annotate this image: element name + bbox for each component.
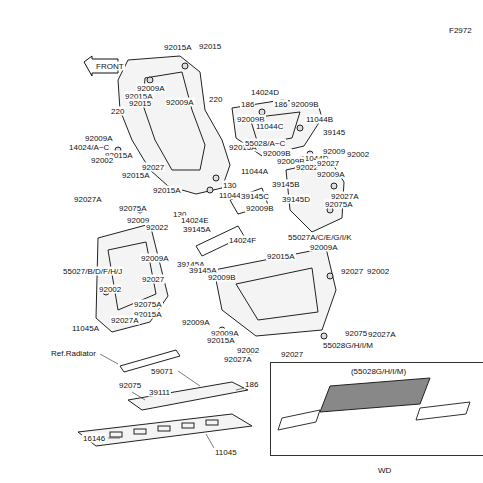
callout-number: 16146 <box>82 434 106 443</box>
callout-number: 14024E <box>180 216 210 225</box>
callout-number: 92015A <box>266 252 296 261</box>
guard-hole <box>110 432 122 437</box>
callout-number: 11044A <box>240 167 269 176</box>
callout-number: 92027A <box>367 330 397 339</box>
left-radiator-cover <box>96 224 168 332</box>
guard-hole <box>206 420 218 425</box>
fastener <box>331 183 337 189</box>
callout-number: 92002 <box>236 346 260 355</box>
fastener <box>213 175 219 181</box>
callout-number: 39145 <box>322 128 346 137</box>
box-title: (55028G/H/I/M) <box>271 367 483 377</box>
callout-number: Ref.Radiator <box>50 349 97 358</box>
callout-number: 92027 <box>141 275 165 284</box>
callout-number: 92027A <box>73 195 103 204</box>
callout-number: 186 <box>240 100 255 109</box>
fastener <box>207 187 213 193</box>
callout-number: 92027A <box>110 316 140 325</box>
callout-number: 92022 <box>145 223 169 232</box>
callout-number: 39145B <box>271 180 301 189</box>
callout-number: F2972 <box>448 26 473 35</box>
callout-number: 186 <box>244 380 259 389</box>
callout-number: 55027/B/D/F/H/J <box>62 267 123 276</box>
callout-number: 92015A <box>121 171 151 180</box>
callout-number: 92002 <box>90 156 114 165</box>
callout-number: 39145A <box>182 225 212 234</box>
callout-number: 92075A <box>133 300 163 309</box>
leader-lines <box>100 354 244 448</box>
callout-number: 220 <box>110 107 125 116</box>
callout-number: 39111 <box>148 388 171 397</box>
callout-number: 92027 <box>340 267 364 276</box>
guard-holes <box>110 420 218 437</box>
callout-number: 92009B <box>245 204 275 213</box>
callout-number: 55028G/H/I/M <box>322 341 374 350</box>
callout-number: 92009A <box>316 170 346 179</box>
callout-number: 55027A/C/E/G/I/K <box>287 233 353 242</box>
callout-number: 92009A <box>309 243 339 252</box>
callout-number: 92027 <box>316 159 340 168</box>
fastener <box>147 77 153 83</box>
fasteners <box>103 63 337 355</box>
callout-number: 92002 <box>346 150 370 159</box>
callout-number: 92075A <box>118 204 148 213</box>
guard-plate <box>128 382 248 410</box>
callout-number: 92075A <box>324 200 354 209</box>
guard-plate-lower <box>78 414 252 446</box>
guard-hole <box>158 426 170 431</box>
callout-number: FRONT <box>95 62 125 71</box>
callout-number: 92015A <box>163 43 193 52</box>
callout-number: 92027A <box>223 355 253 364</box>
right-cover-inner <box>236 268 318 320</box>
right-radiator-cover <box>214 248 336 336</box>
fastener <box>297 125 303 131</box>
callout-number: 186 <box>273 100 288 109</box>
guard-hole <box>182 423 194 428</box>
fastener <box>321 333 327 339</box>
callout-number: 92027 <box>280 350 304 359</box>
callout-number: 92015A <box>152 186 182 195</box>
callout-number: 92075 <box>118 381 142 390</box>
callout-number: 11044 <box>218 191 242 200</box>
decal <box>320 378 430 412</box>
callout-number: 92009A <box>181 318 211 327</box>
callout-number: 92009 <box>322 147 346 156</box>
callout-number: 92015 <box>128 99 152 108</box>
callout-number: 220 <box>208 95 223 104</box>
decal-strip <box>278 410 320 430</box>
callout-number: 59071 <box>150 367 174 376</box>
callout-number: 39145D <box>281 195 311 204</box>
callout-number: 92009A <box>84 134 114 143</box>
callout-number: 55028/A~C <box>244 139 286 148</box>
callout-number: 92015A <box>206 336 236 345</box>
callout-number: 92002 <box>98 285 122 294</box>
callout-number: 14024D <box>250 88 280 97</box>
callout-number: WD <box>377 466 392 475</box>
callout-number: 92015 <box>198 42 222 51</box>
fork-shroud <box>118 56 230 194</box>
detail-box: (55028G/H/I/M) <box>270 362 483 456</box>
callout-number: 92009A <box>165 98 195 107</box>
callout-number: 14024F <box>228 236 257 245</box>
callout-number: 11045A <box>71 324 100 333</box>
callout-number: 92009B <box>290 100 320 109</box>
callout-number: 11044C <box>255 122 284 131</box>
callout-number: 92009B <box>207 273 237 282</box>
fastener <box>182 63 188 69</box>
guard-hole <box>134 429 146 434</box>
callout-number: 39145C <box>240 192 270 201</box>
callout-number: 92009A <box>140 254 170 263</box>
callout-number: 11045 <box>214 448 238 457</box>
callout-number: 130 <box>222 181 237 190</box>
callout-number: 92002 <box>366 267 390 276</box>
decal-strip <box>416 402 470 420</box>
fastener <box>327 273 333 279</box>
callout-number: 11044B <box>305 115 334 124</box>
